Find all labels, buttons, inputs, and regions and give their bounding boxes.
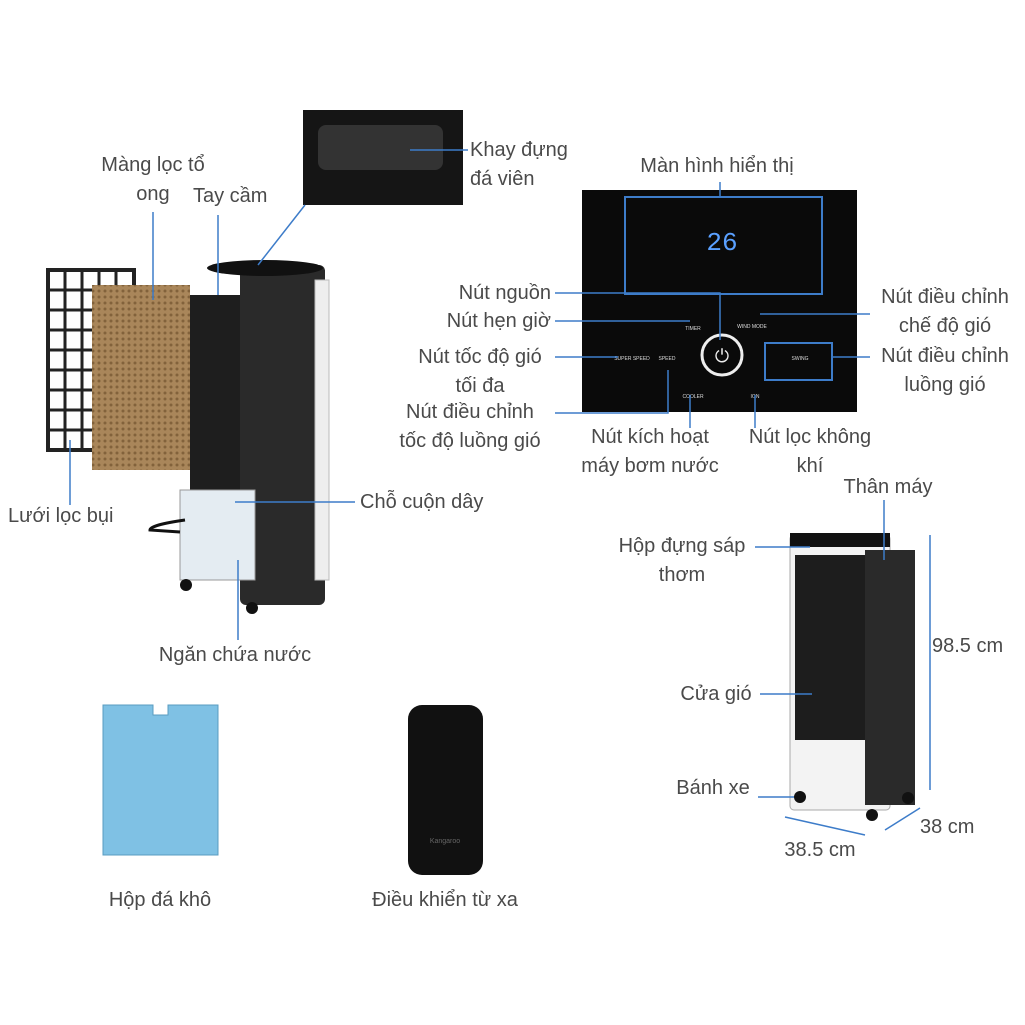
label-timer-button: Nút hẹn giờ [446, 310, 551, 332]
label-air-outlet: Cửa gió [680, 683, 752, 705]
label-height: 98.5 cm [932, 635, 1004, 657]
timer-text: TIMER [685, 326, 701, 332]
label-depth: 38 cm [920, 816, 975, 838]
cooler-text: COOLER [682, 394, 704, 400]
label-dust-filter: Lưới lọc bụi [8, 505, 114, 527]
label-handle: Tay cầm [193, 185, 268, 207]
remote-brand: Kangaroo [430, 838, 460, 845]
super-speed-text: SUPER SPEED [614, 356, 650, 362]
speed-text: SPEED [659, 356, 676, 362]
label-remote: Điều khiển từ xa [372, 889, 518, 911]
label-width: 38.5 cm [784, 839, 856, 861]
label-ice-pack: Hộp đá khô [108, 889, 212, 911]
power-button [700, 333, 744, 377]
cooler-body-left [240, 265, 325, 605]
label-wheels: Bánh xe [676, 777, 750, 799]
label-power-button: Nút nguồn [458, 282, 551, 304]
swing-text: SWING [792, 356, 809, 362]
label-body: Thân máy [843, 476, 933, 498]
wind-mode-text: WIND MODE [737, 324, 767, 330]
label-display: Màn hình hiển thị [640, 155, 794, 177]
remote-control [408, 705, 483, 875]
water-tank [179, 489, 256, 581]
label-water-tank: Ngăn chứa nước [158, 644, 312, 666]
leader-lines [69, 149, 931, 836]
ice-pack [102, 704, 219, 856]
label-cord-holder: Chỗ cuộn dây [360, 491, 484, 513]
power-icon: ⏻ [715, 346, 729, 366]
display-temperature: 26 [706, 228, 737, 258]
